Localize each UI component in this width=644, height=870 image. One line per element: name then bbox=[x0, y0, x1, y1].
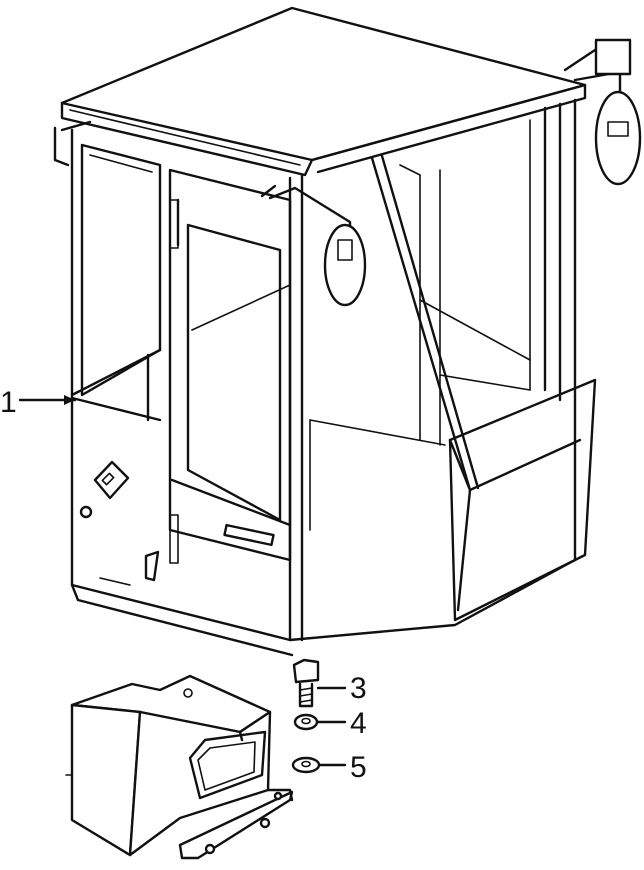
operator-cab bbox=[53, 6, 642, 657]
right-mirror bbox=[563, 38, 642, 186]
cab-interior-frame bbox=[191, 119, 531, 531]
door-handle-icon bbox=[223, 523, 275, 547]
callout-label-5: 5 bbox=[350, 751, 367, 784]
bolt: 3 bbox=[292, 658, 367, 708]
spring-washer: 4 bbox=[293, 707, 367, 740]
access-plate-icon bbox=[93, 460, 130, 500]
latch-icon bbox=[144, 550, 160, 582]
cab-body bbox=[70, 98, 597, 657]
callout-cab: 1 bbox=[0, 386, 77, 419]
callout-label-3: 3 bbox=[350, 672, 367, 705]
mounting-bracket bbox=[65, 674, 294, 860]
left-mirror bbox=[53, 120, 367, 307]
cab-left-window bbox=[70, 143, 162, 422]
cab-door bbox=[168, 168, 292, 564]
cab-roof bbox=[60, 6, 587, 177]
callout-label-4: 4 bbox=[350, 707, 367, 740]
flat-washer: 5 bbox=[291, 751, 367, 784]
bolt-head-icon bbox=[79, 505, 93, 519]
cab-panel-details bbox=[79, 460, 160, 586]
callout-label-1: 1 bbox=[0, 386, 17, 419]
